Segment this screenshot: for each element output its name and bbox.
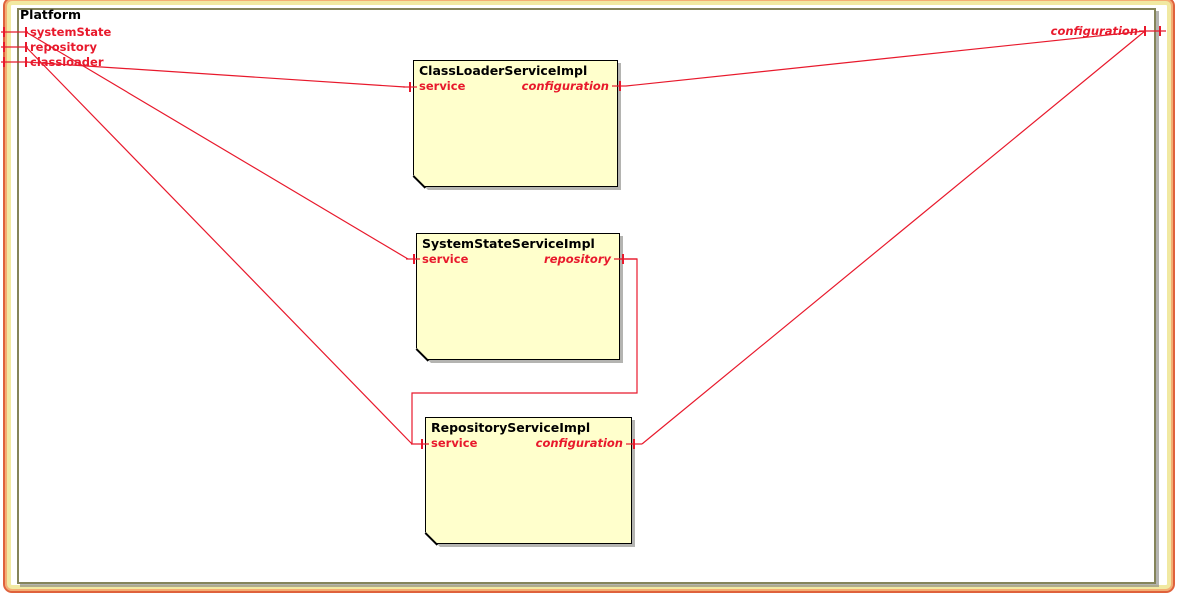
platform-port-label-repository: repository xyxy=(30,40,97,54)
platform-title: Platform xyxy=(20,7,82,22)
port-label-service: service xyxy=(419,79,466,93)
component-port-row: service repository xyxy=(417,251,619,265)
port-label-service: service xyxy=(431,436,478,450)
platform-port-label-configuration: configuration xyxy=(1050,24,1138,38)
platform-port-label-classloader: classloader xyxy=(30,55,104,69)
component-body: RepositoryServiceImpl service configurat… xyxy=(425,417,632,544)
diagram-frame xyxy=(3,0,1175,593)
component-port-row: service configuration xyxy=(414,78,617,92)
port-label-configuration: configuration xyxy=(521,79,609,93)
port-label-service: service xyxy=(422,252,469,266)
component-body: ClassLoaderServiceImpl service configura… xyxy=(413,60,618,187)
component-title: RepositoryServiceImpl xyxy=(431,420,591,435)
component-port-row: service configuration xyxy=(426,435,631,449)
component-body: SystemStateServiceImpl service repositor… xyxy=(416,233,620,360)
port-label-repository: repository xyxy=(544,252,611,266)
port-label-configuration: configuration xyxy=(535,436,623,450)
component-systemstateserviceimpl: SystemStateServiceImpl service repositor… xyxy=(415,233,620,360)
component-title: ClassLoaderServiceImpl xyxy=(419,63,588,78)
component-repositoryserviceimpl: RepositoryServiceImpl service configurat… xyxy=(424,417,632,544)
component-title: SystemStateServiceImpl xyxy=(422,236,595,251)
component-classloaderserviceimpl: ClassLoaderServiceImpl service configura… xyxy=(412,60,618,187)
platform-port-label-systemstate: systemState xyxy=(30,25,112,39)
